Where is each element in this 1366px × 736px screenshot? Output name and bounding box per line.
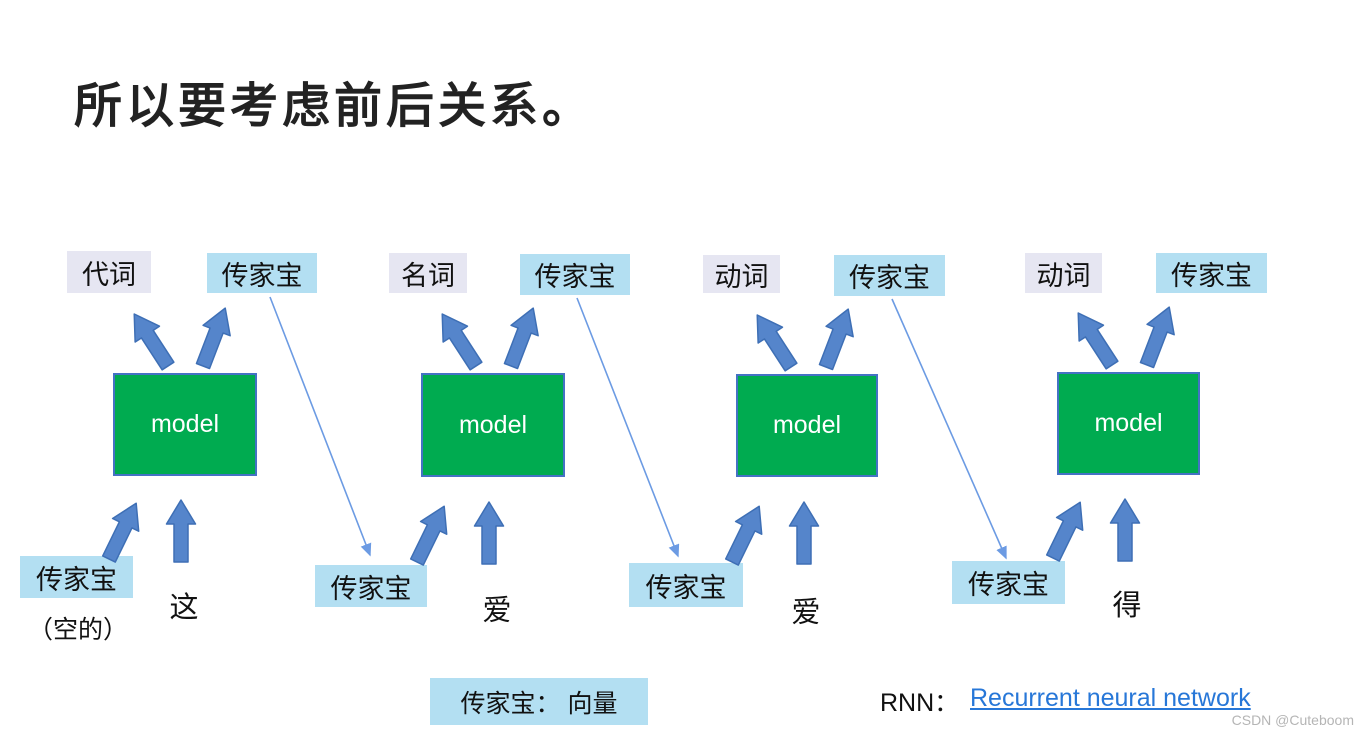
output-arrow-left <box>744 306 804 376</box>
memory-connector-arrow <box>891 298 1007 560</box>
pos-tag-label: 动词 <box>1025 253 1102 293</box>
legend-box: 传家宝： 向量 <box>430 678 648 725</box>
model-box: model <box>1057 372 1200 475</box>
model-box: model <box>421 373 565 477</box>
rnn-term: RNN： <box>880 689 960 717</box>
input-arrow-memory <box>718 499 773 570</box>
output-arrow-right <box>1132 301 1184 371</box>
rnn-link[interactable]: Recurrent neural network <box>970 684 1251 712</box>
watermark: CSDN @Cuteboom <box>1231 712 1354 728</box>
model-box: model <box>736 374 878 477</box>
pos-tag-label: 名词 <box>389 253 467 293</box>
memory-in-label: 传家宝 <box>629 563 743 607</box>
output-arrow-right <box>496 302 548 372</box>
input-word: 爱 <box>482 595 512 627</box>
memory-connector-arrow <box>269 296 372 557</box>
empty-note: （空的） <box>28 616 129 644</box>
memory-in-label: 传家宝 <box>952 561 1065 604</box>
input-word: 得 <box>1112 590 1142 622</box>
output-arrow-right <box>188 302 240 372</box>
input-arrow-word <box>788 501 820 565</box>
slide-title: 所以要考虑前后关系。 <box>74 80 595 133</box>
pos-tag-label: 动词 <box>703 255 780 293</box>
input-word: 爱 <box>791 597 821 629</box>
output-arrow-right <box>811 303 863 373</box>
memory-out-label: 传家宝 <box>1156 253 1267 293</box>
output-arrow-left <box>1065 304 1125 374</box>
input-arrow-memory <box>1039 495 1094 566</box>
input-word: 这 <box>169 592 199 624</box>
model-box: model <box>113 373 257 476</box>
output-arrow-left <box>429 305 489 375</box>
input-arrow-memory <box>403 499 458 570</box>
memory-in-label: 传家宝 <box>20 556 133 598</box>
output-arrow-left <box>121 305 181 375</box>
memory-connector-arrow <box>576 297 680 558</box>
pos-tag-label: 代词 <box>67 251 151 293</box>
memory-out-label: 传家宝 <box>834 255 945 296</box>
input-arrow-word <box>1109 498 1141 562</box>
input-arrow-word <box>473 501 505 565</box>
memory-out-label: 传家宝 <box>520 254 630 295</box>
memory-in-label: 传家宝 <box>315 565 427 607</box>
input-arrow-word <box>165 499 197 563</box>
memory-out-label: 传家宝 <box>207 253 317 293</box>
